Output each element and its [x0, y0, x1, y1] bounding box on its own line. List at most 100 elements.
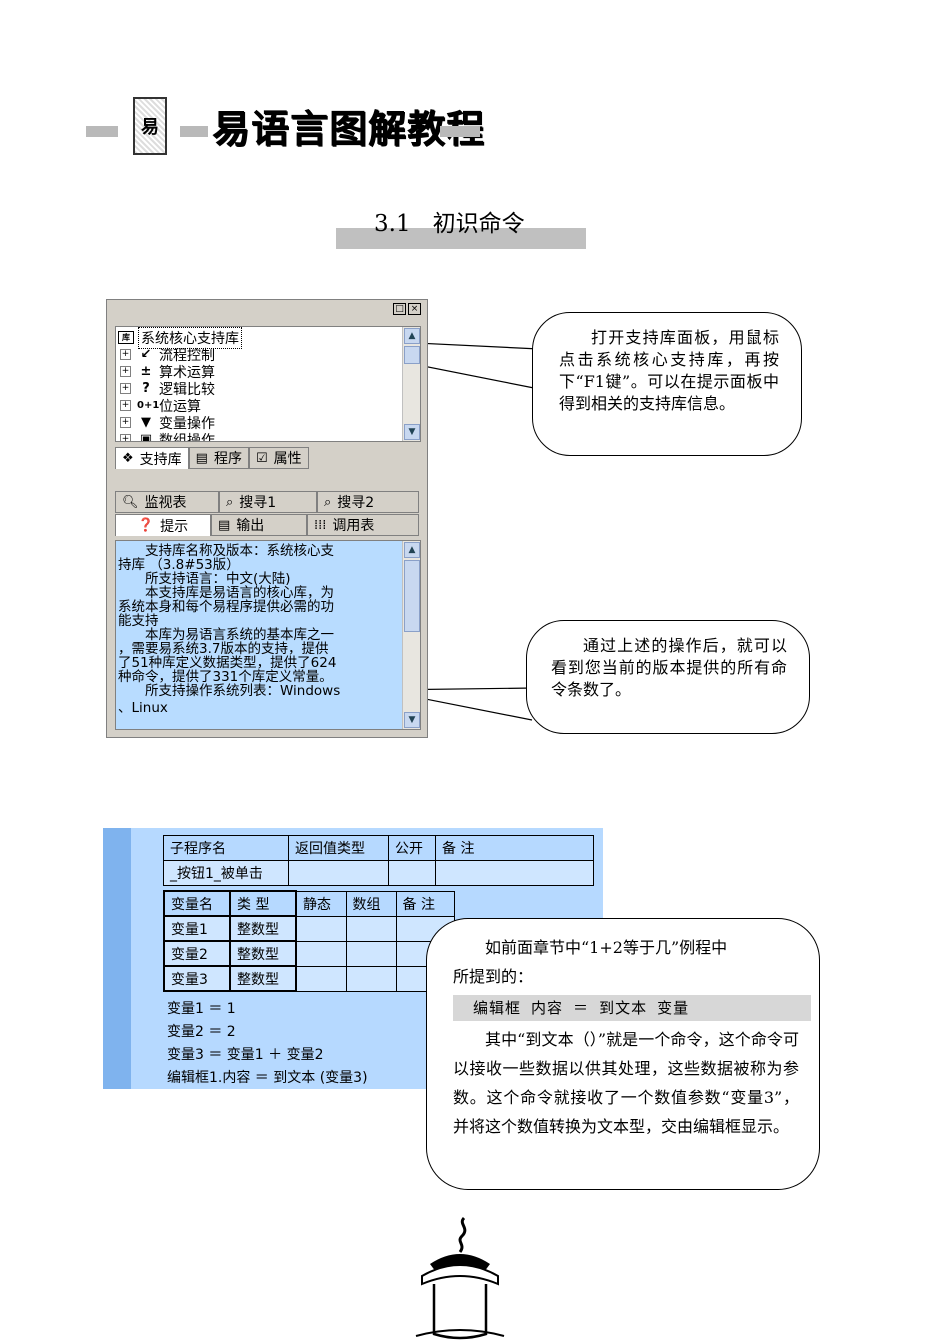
callout3-intro: 如前面章节中“1+2等于几”例程中	[485, 938, 728, 957]
code-line[interactable]: 变量2 ＝ 2	[167, 1024, 236, 1040]
scroll-up-icon[interactable]: ▲	[404, 328, 420, 344]
tree-item-bit-operation[interactable]: + 0+1 位运算	[120, 397, 201, 415]
tab-output[interactable]: ▤输出	[211, 514, 307, 536]
expand-icon[interactable]: +	[120, 366, 131, 377]
variable-type-cell[interactable]: 整数型	[229, 965, 297, 992]
tab-label: 提示	[160, 518, 189, 535]
callout-to-text-command: 如前面章节中“1+2等于几”例程中 所提到的： 编辑框 内容 ＝ 到文本 变量 …	[426, 918, 820, 1190]
scroll-thumb[interactable]	[404, 560, 420, 632]
expand-icon[interactable]: +	[120, 417, 131, 428]
array-cell[interactable]	[345, 915, 397, 942]
variable-name-cell[interactable]: 变量3	[163, 965, 231, 992]
callout-command-count: 通过上述的操作后，就可以看到您当前的版本提供的所有命令条数了。	[526, 620, 810, 734]
callout1-text: 打开支持库面板，用鼠标点击系统核心支持库，再按下“F1键”。可以在提示面板中得到…	[559, 328, 779, 413]
tab-program[interactable]: ▤程序	[188, 447, 249, 469]
remark-cell[interactable]	[435, 860, 594, 886]
tab-label: 搜寻2	[337, 495, 375, 511]
tab-watch[interactable]: 🔍︎监视表	[115, 491, 219, 513]
code-line[interactable]: 编辑框1.内容 ＝ 到文本 (变量3)	[167, 1070, 368, 1086]
properties-icon: ☑	[255, 450, 268, 466]
tab-label: 监视表	[144, 495, 187, 511]
hint-line: 本库为易语言系统的基本库之一	[118, 627, 334, 643]
expand-icon[interactable]: +	[120, 434, 131, 441]
public-cell[interactable]	[388, 860, 436, 886]
expand-icon[interactable]: +	[120, 349, 131, 360]
page-number: 56	[451, 1255, 468, 1270]
tree-item-variable-operation[interactable]: + ▼ 变量操作	[120, 414, 215, 432]
subroutine-name-cell[interactable]: _按钮1_被单击	[163, 860, 289, 886]
tree-item-label: 数组操作	[159, 432, 215, 442]
header-cell: 备 注	[395, 890, 455, 917]
subroutine-table: 子程序名 返回值类型 公开 备 注 _按钮1_被单击	[163, 835, 594, 886]
tree-scrollbar[interactable]: ▲ ▼	[402, 327, 420, 441]
tab-call-table[interactable]: ⁞⁞⁞ 调用表	[307, 514, 419, 536]
hint-line: 了51种库定义数据类型，提供了624	[118, 655, 337, 671]
header-cell: 返回值类型	[288, 835, 389, 861]
tree-item-array-operation[interactable]: + ▣ 数组操作	[120, 431, 215, 442]
variable-type-cell[interactable]: 整数型	[229, 940, 297, 967]
tree-item-core-library[interactable]: 库 系统核心支持库	[118, 327, 242, 349]
expand-icon[interactable]: +	[120, 383, 131, 394]
tab-label: 属性	[273, 451, 302, 467]
hint-line: 本支持库是易语言的核心库，为	[118, 585, 334, 601]
variable-type-cell[interactable]: 整数型	[229, 915, 297, 942]
header-cell: 变量名	[163, 890, 231, 917]
return-type-cell[interactable]	[288, 860, 389, 886]
tree-item-label: 变量操作	[159, 415, 215, 432]
tab-properties[interactable]: ☑ 属性	[248, 447, 309, 469]
header-cell: 公开	[388, 835, 436, 861]
maximize-button[interactable]: □	[393, 303, 406, 315]
tab-hint[interactable]: ❓提示	[115, 514, 211, 536]
callout3-body: 其中“到文本（）”就是一个命令，这个命令可以接收一些数据以供其处理，这些数据被称…	[453, 1030, 799, 1136]
table-row: 变量1 整数型	[163, 915, 455, 942]
table-row: 变量2 整数型	[163, 940, 455, 967]
close-button[interactable]: ×	[408, 303, 421, 315]
static-cell[interactable]	[295, 965, 347, 992]
variable-name-cell[interactable]: 变量1	[163, 915, 231, 942]
static-cell[interactable]	[295, 915, 347, 942]
variable-table: 变量名 类 型 静态 数组 备 注 变量1 整数型 变量2 整数型 变量3 整数…	[163, 890, 455, 992]
table-row: 变量3 整数型	[163, 965, 455, 992]
hint-line: 支持库名称及版本：系统核心支	[118, 543, 334, 559]
expand-icon[interactable]: +	[120, 400, 131, 411]
scroll-thumb[interactable]	[404, 346, 420, 364]
support-library-panel-screenshot: □ × 库 系统核心支持库 + ↙ 流程控制 + ± 算术运算 + ? 逻辑比较…	[106, 299, 428, 738]
tree-item-flow-control[interactable]: + ↙ 流程控制	[120, 346, 215, 364]
tree-item-label: 流程控制	[159, 347, 215, 364]
callout3-intro-continued: 所提到的：	[453, 967, 534, 986]
header-bar-right	[440, 126, 480, 137]
library-book-icon: ❖	[122, 451, 134, 466]
tab-label: 输出	[236, 518, 265, 534]
library-icon: 库	[118, 331, 134, 344]
array-icon: ▣	[139, 432, 153, 442]
variable-name-cell[interactable]: 变量2	[163, 940, 231, 967]
scroll-down-icon[interactable]: ▼	[404, 424, 420, 440]
header-cell: 静态	[295, 890, 347, 917]
book-logo: 易	[133, 97, 167, 155]
tab-search2[interactable]: ⌕搜寻2	[317, 491, 419, 513]
hint-scrollbar[interactable]: ▲ ▼	[402, 541, 420, 729]
tree-item-logic-compare[interactable]: + ? 逻辑比较	[120, 380, 215, 398]
code-line[interactable]: 变量3 ＝ 变量1 ＋ 变量2	[167, 1047, 324, 1063]
scroll-down-icon[interactable]: ▼	[404, 712, 420, 728]
code-line[interactable]: 变量1 ＝ 1	[167, 1001, 236, 1017]
tab-label: 搜寻1	[239, 495, 277, 511]
panel-tabs-row1: 🔍︎监视表 ⌕搜寻1 ⌕搜寻2	[115, 491, 419, 513]
static-cell[interactable]	[295, 940, 347, 967]
array-cell[interactable]	[345, 965, 397, 992]
tab-support-library[interactable]: ❖ 支持库	[115, 447, 189, 469]
hint-line: 系统本身和每个易程序提供必需的功	[118, 599, 334, 615]
call-table-icon: ⁞⁞⁞	[314, 517, 327, 533]
library-tree: 库 系统核心支持库 + ↙ 流程控制 + ± 算术运算 + ? 逻辑比较 + 0…	[115, 326, 421, 442]
bit-operation-icon: 0+1	[137, 400, 160, 411]
callout2-text: 通过上述的操作后，就可以看到您当前的版本提供的所有命令条数了。	[551, 636, 787, 699]
tab-label: 支持库	[139, 451, 182, 468]
tab-search1[interactable]: ⌕搜寻1	[219, 491, 317, 513]
tab-label: 调用表	[332, 518, 375, 534]
section-title-underline	[336, 228, 586, 249]
variable-icon: ▼	[141, 415, 151, 430]
array-cell[interactable]	[345, 940, 397, 967]
scroll-up-icon[interactable]: ▲	[404, 542, 420, 558]
hint-text-box[interactable]: 支持库名称及版本：系统核心支 持库 （3.8#53版） 所支持语言：中文(大陆)…	[115, 540, 421, 730]
tree-item-arithmetic[interactable]: + ± 算术运算	[120, 363, 215, 381]
